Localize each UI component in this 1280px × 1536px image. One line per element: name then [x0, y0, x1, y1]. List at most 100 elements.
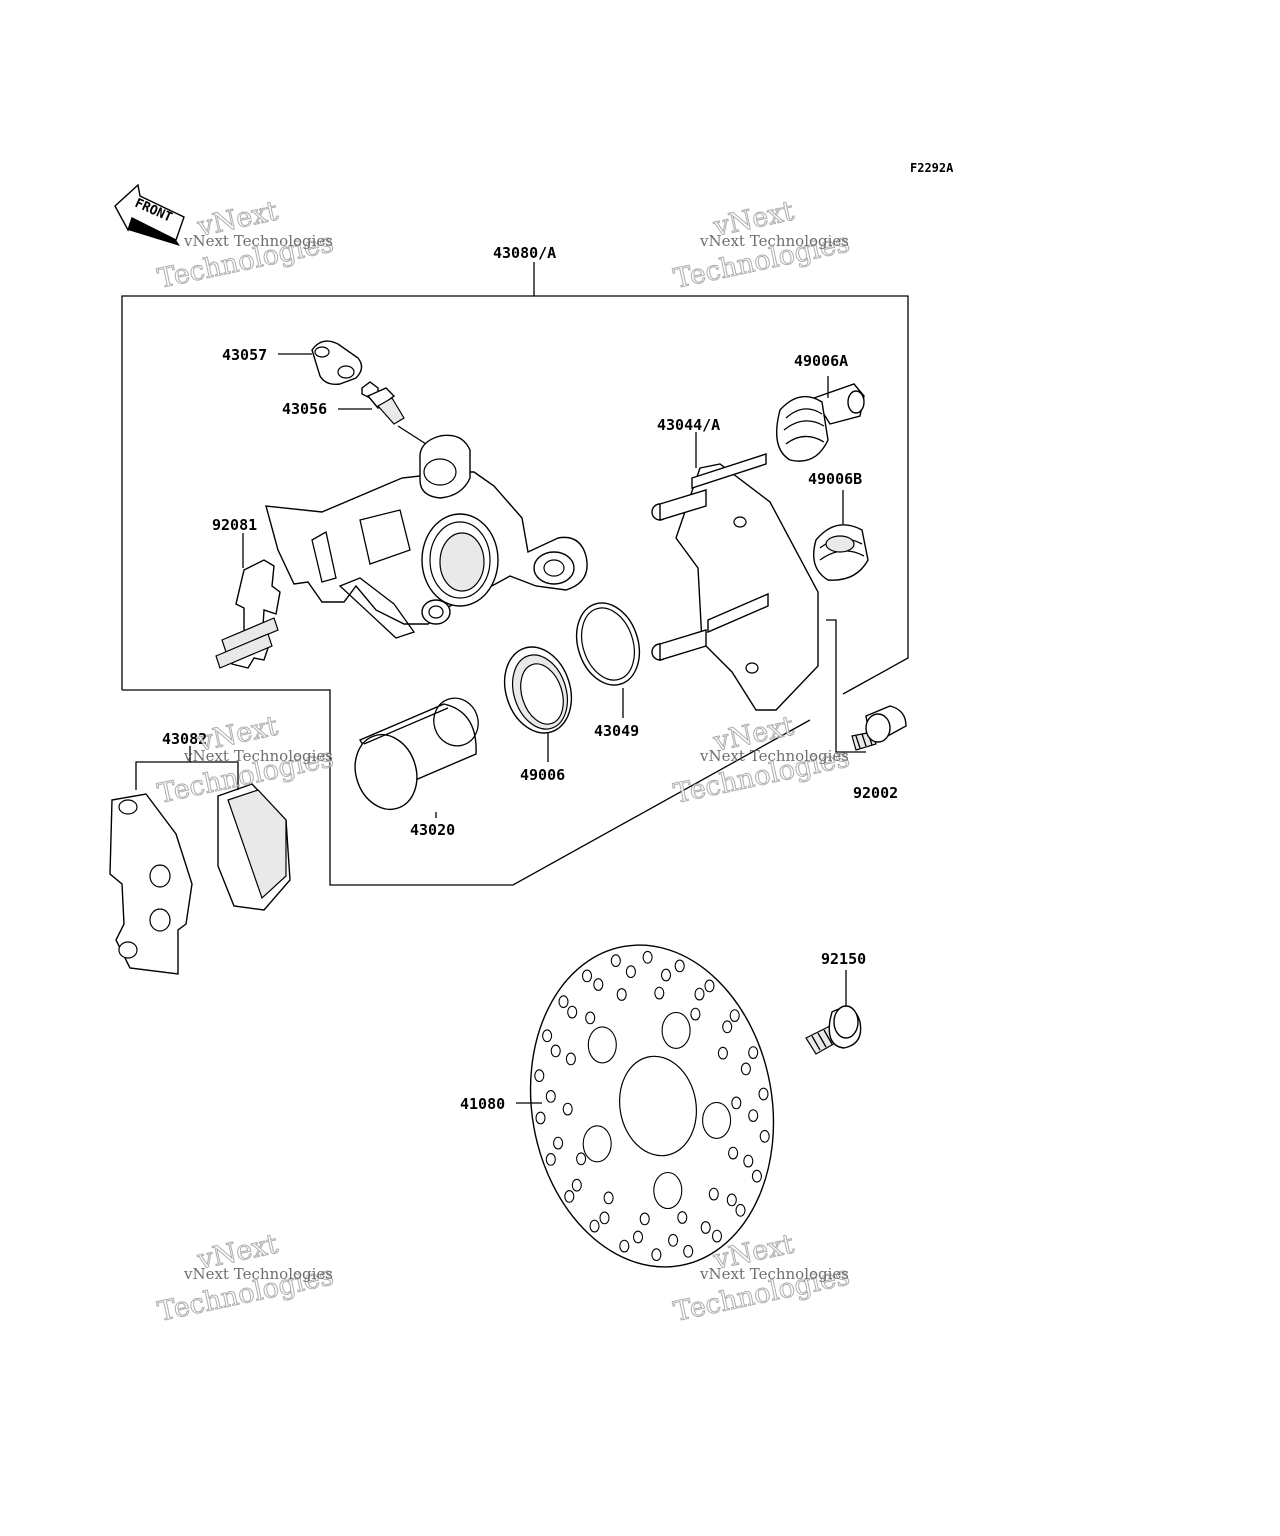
disc-hole — [610, 954, 621, 968]
label-43080: 43080/A — [493, 244, 556, 262]
disc-hole — [694, 987, 705, 1001]
disc-hole — [593, 978, 604, 991]
disc-hole — [534, 1069, 545, 1083]
disc-hole — [587, 1026, 617, 1064]
boot-49006B — [813, 524, 869, 581]
disc-hole — [759, 1129, 770, 1143]
disc-hole — [581, 969, 593, 983]
disc-bolt-92150 — [805, 1005, 862, 1055]
disc-hole — [683, 1244, 694, 1258]
boot-49006A — [776, 383, 865, 462]
label-49006A: 49006A — [794, 352, 848, 370]
bleeder-valve-43056 — [361, 381, 405, 425]
disc-hole — [704, 979, 715, 993]
disc-hole — [558, 995, 569, 1009]
disc-hole — [616, 988, 627, 1001]
bleeder-cap-43057 — [311, 340, 363, 386]
disc-hole — [625, 965, 636, 979]
disc-hole — [677, 1211, 688, 1224]
disc-hole — [585, 1011, 596, 1025]
disc-hole — [553, 1136, 564, 1150]
disc-hole — [576, 1152, 587, 1166]
label-41080: 41080 — [460, 1095, 505, 1113]
label-43044: 43044/A — [657, 416, 720, 434]
pad-spring-92081 — [215, 559, 281, 669]
watermark-line2: vNext Technologies — [699, 232, 849, 250]
label-43049: 43049 — [594, 722, 639, 740]
disc-hole — [758, 1087, 769, 1101]
label-43056: 43056 — [282, 400, 327, 418]
disc-hole — [571, 1178, 582, 1192]
disc-hole — [545, 1153, 556, 1166]
disc-hole — [674, 959, 685, 973]
disc-hole — [702, 1101, 732, 1139]
disc-hole — [751, 1169, 762, 1183]
disc-hole — [731, 1096, 742, 1110]
disc-hole — [728, 1146, 739, 1160]
label-92081: 92081 — [212, 516, 257, 534]
watermark-line2: vNext Technologies — [183, 232, 333, 250]
label-43020: 43020 — [410, 821, 455, 839]
disc-hole — [599, 1211, 610, 1225]
disc-hole — [653, 1171, 683, 1210]
disc-hole — [717, 1046, 728, 1060]
watermark-line2: vNext Technologies — [699, 747, 849, 765]
disc-hole — [589, 1219, 600, 1233]
caliper-holder-43044 — [651, 453, 819, 711]
disc-hole — [603, 1191, 614, 1205]
disc-hole — [748, 1109, 759, 1122]
piston-43020 — [354, 697, 479, 811]
front-arrow-icon: FRONT — [114, 183, 185, 246]
disc-hole — [690, 1007, 701, 1021]
watermark-line2: vNext Technologies — [699, 1265, 849, 1283]
disc-hole — [661, 1011, 691, 1049]
brake-disc-41080 — [529, 944, 775, 1268]
disc-hole — [562, 1102, 573, 1116]
disc-hole — [654, 986, 665, 1000]
disc-hole — [550, 1044, 561, 1058]
disc-hole — [708, 1187, 719, 1201]
disc-hole — [632, 1230, 644, 1244]
disc-hole — [567, 1005, 578, 1019]
disc-hole — [726, 1193, 737, 1207]
label-43057: 43057 — [222, 346, 267, 364]
caliper-body — [265, 434, 588, 639]
diagram-code: F2292A — [910, 161, 954, 175]
disc-hole — [729, 1009, 740, 1022]
disc-hole — [748, 1046, 759, 1059]
label-92002: 92002 — [853, 784, 898, 802]
brake-pads-43082 — [109, 783, 291, 975]
watermark-line2: vNext Technologies — [183, 1265, 333, 1283]
disc-hole — [642, 950, 653, 964]
disc-hole — [651, 1248, 662, 1262]
label-92150: 92150 — [821, 950, 866, 968]
disc-hole — [700, 1221, 711, 1234]
disc-hole — [711, 1229, 723, 1243]
disc-hole — [639, 1212, 650, 1226]
bolt-92002 — [851, 705, 907, 751]
disc-hole — [619, 1239, 630, 1253]
disc-hole — [535, 1111, 546, 1125]
piston-seal-43049 — [575, 602, 641, 686]
disc-hole — [743, 1154, 754, 1168]
disc-hole — [545, 1090, 556, 1103]
disc-hole — [735, 1203, 746, 1217]
label-43082: 43082 — [162, 730, 207, 748]
disc-hole — [564, 1190, 575, 1203]
disc-hole — [582, 1125, 612, 1163]
disc-hole — [668, 1233, 679, 1247]
label-49006B: 49006B — [808, 470, 862, 488]
disc-hole — [565, 1052, 576, 1066]
label-49006: 49006 — [520, 766, 565, 784]
disc-hole — [660, 968, 672, 982]
disc-hole — [740, 1062, 751, 1076]
assembly-outline — [121, 262, 909, 886]
dust-seal-49006 — [503, 646, 573, 734]
disc-hole — [542, 1029, 553, 1043]
watermark-line2: vNext Technologies — [183, 747, 333, 765]
